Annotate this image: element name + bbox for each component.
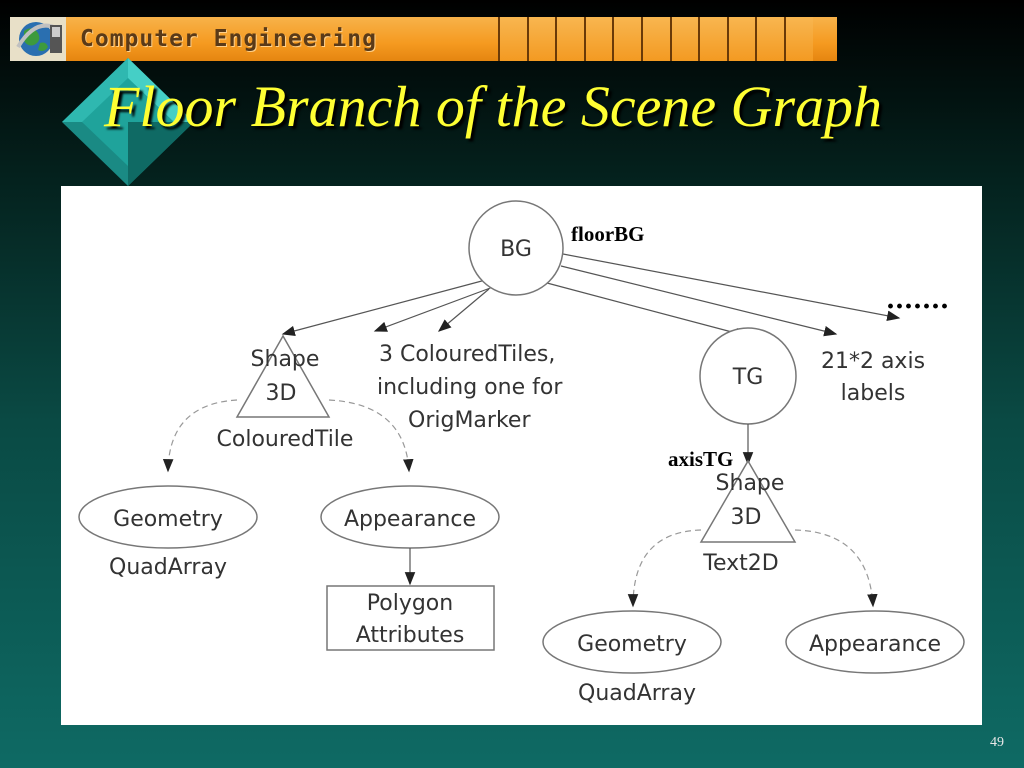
shape3d-node-right: Shape 3D bbox=[699, 459, 797, 543]
edge-bg-tiles-2 bbox=[437, 288, 490, 332]
appearance-node-left: Appearance bbox=[320, 485, 500, 549]
banner-cell bbox=[526, 17, 556, 61]
axis-labels-line1: 21*2 axis bbox=[821, 349, 925, 374]
banner-cell bbox=[555, 17, 584, 61]
more-ellipsis: ······· bbox=[885, 290, 948, 323]
edge-shape2-geometry bbox=[627, 529, 702, 608]
shape3d-right-line1: Shape bbox=[716, 471, 785, 496]
coloured-tiles-line1: 3 ColouredTiles, bbox=[379, 342, 555, 367]
shape3d-left-caption: ColouredTile bbox=[217, 427, 354, 452]
polygon-line2: Attributes bbox=[356, 623, 465, 648]
axis-labels-line2: labels bbox=[841, 381, 906, 406]
shape3d-left-line2: 3D bbox=[266, 381, 297, 406]
page-number: 49 bbox=[990, 735, 1004, 750]
bg-node-label: BG bbox=[500, 237, 532, 262]
globe-logo-icon bbox=[10, 17, 66, 61]
slide-title: Floor Branch of the Scene Graph bbox=[104, 74, 883, 139]
coloured-tiles-note: 3 ColouredTiles, including one for OrigM… bbox=[377, 342, 563, 433]
shape3d-node-left: Shape 3D bbox=[235, 334, 331, 418]
tg-node-label: TG bbox=[732, 365, 764, 390]
geometry-right-caption: QuadArray bbox=[578, 681, 696, 706]
edge-bg-shape1 bbox=[281, 277, 494, 337]
edge-shape1-appearance bbox=[328, 399, 414, 473]
banner-cells bbox=[498, 17, 813, 61]
bg-node-caption: floorBG bbox=[571, 222, 645, 246]
banner-cell bbox=[498, 17, 527, 61]
banner-cell bbox=[669, 17, 699, 61]
edge-bg-dots bbox=[562, 253, 901, 321]
banner-cell bbox=[755, 17, 784, 61]
edges-from-bg bbox=[281, 253, 901, 339]
geometry-left-caption: QuadArray bbox=[109, 555, 227, 580]
banner-cell bbox=[783, 17, 813, 61]
appearance-right-label: Appearance bbox=[809, 632, 941, 657]
shape3d-right-line2: 3D bbox=[731, 505, 762, 530]
banner-cell bbox=[640, 17, 670, 61]
edge-shape2-appearance bbox=[794, 529, 878, 608]
banner-cell bbox=[612, 17, 641, 61]
bg-node: BG bbox=[468, 200, 564, 296]
dashed-edges-right bbox=[627, 529, 878, 608]
shape3d-right-caption: Text2D bbox=[702, 551, 778, 576]
geometry-right-label: Geometry bbox=[577, 632, 687, 657]
axis-labels-note: 21*2 axis labels bbox=[821, 349, 925, 406]
edge-bg-tg bbox=[546, 282, 749, 339]
edge-shape1-geometry bbox=[162, 399, 238, 473]
edge-bg-tiles bbox=[373, 283, 502, 332]
diamond-bullet-icon bbox=[62, 58, 194, 186]
polygon-line1: Polygon bbox=[367, 591, 453, 616]
coloured-tiles-line2: including one for bbox=[377, 375, 563, 400]
header-banner: Computer Engineering bbox=[10, 17, 837, 61]
banner-cell bbox=[698, 17, 727, 61]
dashed-edges-left bbox=[162, 399, 414, 473]
coloured-tiles-line3: OrigMarker bbox=[408, 408, 531, 433]
edge-bg-axis-labels bbox=[560, 265, 838, 337]
tg-node-caption: axisTG bbox=[668, 447, 733, 471]
geometry-node-right: Geometry bbox=[542, 610, 722, 674]
appearance-left-label: Appearance bbox=[344, 507, 476, 532]
appearance-node-right: Appearance bbox=[785, 610, 965, 674]
shape3d-left-line1: Shape bbox=[251, 347, 320, 372]
geometry-node-left: Geometry bbox=[78, 485, 258, 549]
polygon-attributes-node: Polygon Attributes bbox=[326, 585, 495, 651]
banner-cell bbox=[726, 17, 756, 61]
scene-graph-diagram: BG floorBG Shape 3D ColouredTile 3 Colou… bbox=[61, 186, 982, 725]
geometry-left-label: Geometry bbox=[113, 507, 223, 532]
tg-node: TG bbox=[699, 327, 797, 425]
banner-title: Computer Engineering bbox=[80, 26, 377, 52]
banner-cell bbox=[583, 17, 613, 61]
